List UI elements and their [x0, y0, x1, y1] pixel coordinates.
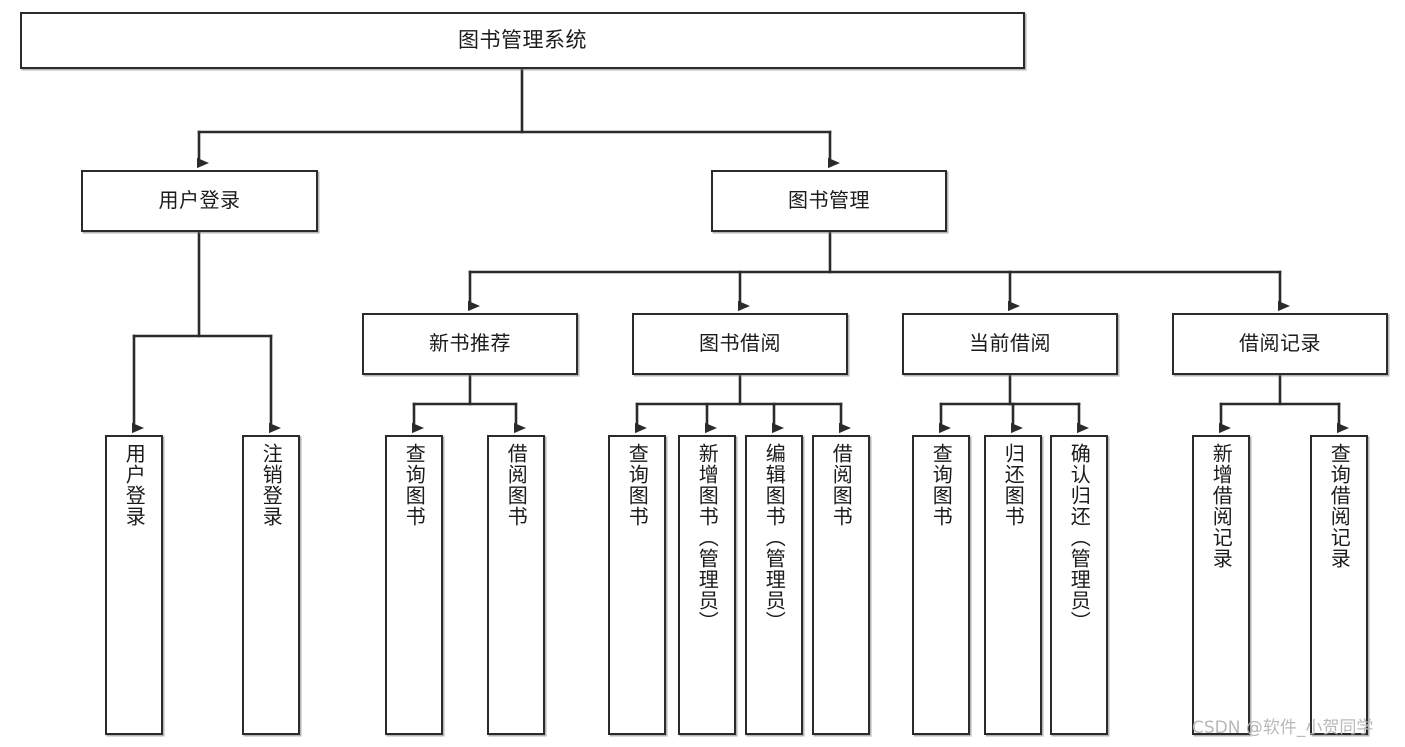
node-book-manage[interactable]: 图书管理	[711, 170, 947, 232]
node-leaf-query-record[interactable]: 查询借阅记录	[1310, 435, 1368, 735]
node-book-borrow[interactable]: 图书借阅	[632, 313, 848, 375]
node-leaf-edit-book[interactable]: 编辑图书（管理员）	[745, 435, 803, 735]
node-label: 查询图书	[929, 443, 954, 527]
node-label: 用户登录	[122, 443, 147, 527]
node-leaf-confirm-return[interactable]: 确认归还（管理员）	[1050, 435, 1108, 735]
node-user-login[interactable]: 用户登录	[81, 170, 318, 232]
node-current-borrow[interactable]: 当前借阅	[902, 313, 1118, 375]
node-label: 查询借阅记录	[1327, 443, 1352, 569]
node-label: 当前借阅	[969, 331, 1051, 356]
node-leaf-borrow-book-2[interactable]: 借阅图书	[812, 435, 870, 735]
node-label: 图书借阅	[699, 331, 781, 356]
node-label: 用户登录	[158, 188, 241, 213]
node-label: 编辑图书（管理员）	[762, 443, 787, 632]
node-label: 借阅图书	[829, 443, 854, 527]
node-borrow-record[interactable]: 借阅记录	[1172, 313, 1388, 375]
node-label: 图书管理系统	[458, 28, 587, 53]
node-leaf-return-book[interactable]: 归还图书	[984, 435, 1042, 735]
node-label: 归还图书	[1001, 443, 1026, 527]
node-label: 新书推荐	[429, 331, 511, 356]
node-label: 图书管理	[788, 188, 870, 213]
node-new-book-recommend[interactable]: 新书推荐	[362, 313, 578, 375]
node-leaf-add-book[interactable]: 新增图书（管理员）	[678, 435, 736, 735]
node-leaf-user-logout[interactable]: 注销登录	[242, 435, 300, 735]
node-label: 新增图书（管理员）	[695, 443, 720, 632]
node-root-system[interactable]: 图书管理系统	[20, 12, 1025, 69]
node-leaf-borrow-book-1[interactable]: 借阅图书	[487, 435, 545, 735]
node-label: 借阅记录	[1239, 331, 1321, 356]
node-label: 确认归还（管理员）	[1067, 443, 1092, 632]
node-leaf-query-book-3[interactable]: 查询图书	[912, 435, 970, 735]
node-leaf-query-book-1[interactable]: 查询图书	[385, 435, 443, 735]
node-leaf-query-book-2[interactable]: 查询图书	[608, 435, 666, 735]
node-label: 查询图书	[402, 443, 427, 527]
node-leaf-add-record[interactable]: 新增借阅记录	[1192, 435, 1250, 735]
node-label: 新增借阅记录	[1209, 443, 1234, 569]
node-label: 查询图书	[625, 443, 650, 527]
node-label: 借阅图书	[504, 443, 529, 527]
node-leaf-user-login[interactable]: 用户登录	[105, 435, 163, 735]
csdn-watermark: CSDN @软件_小贺同学	[1192, 718, 1374, 738]
node-label: 注销登录	[259, 443, 284, 527]
